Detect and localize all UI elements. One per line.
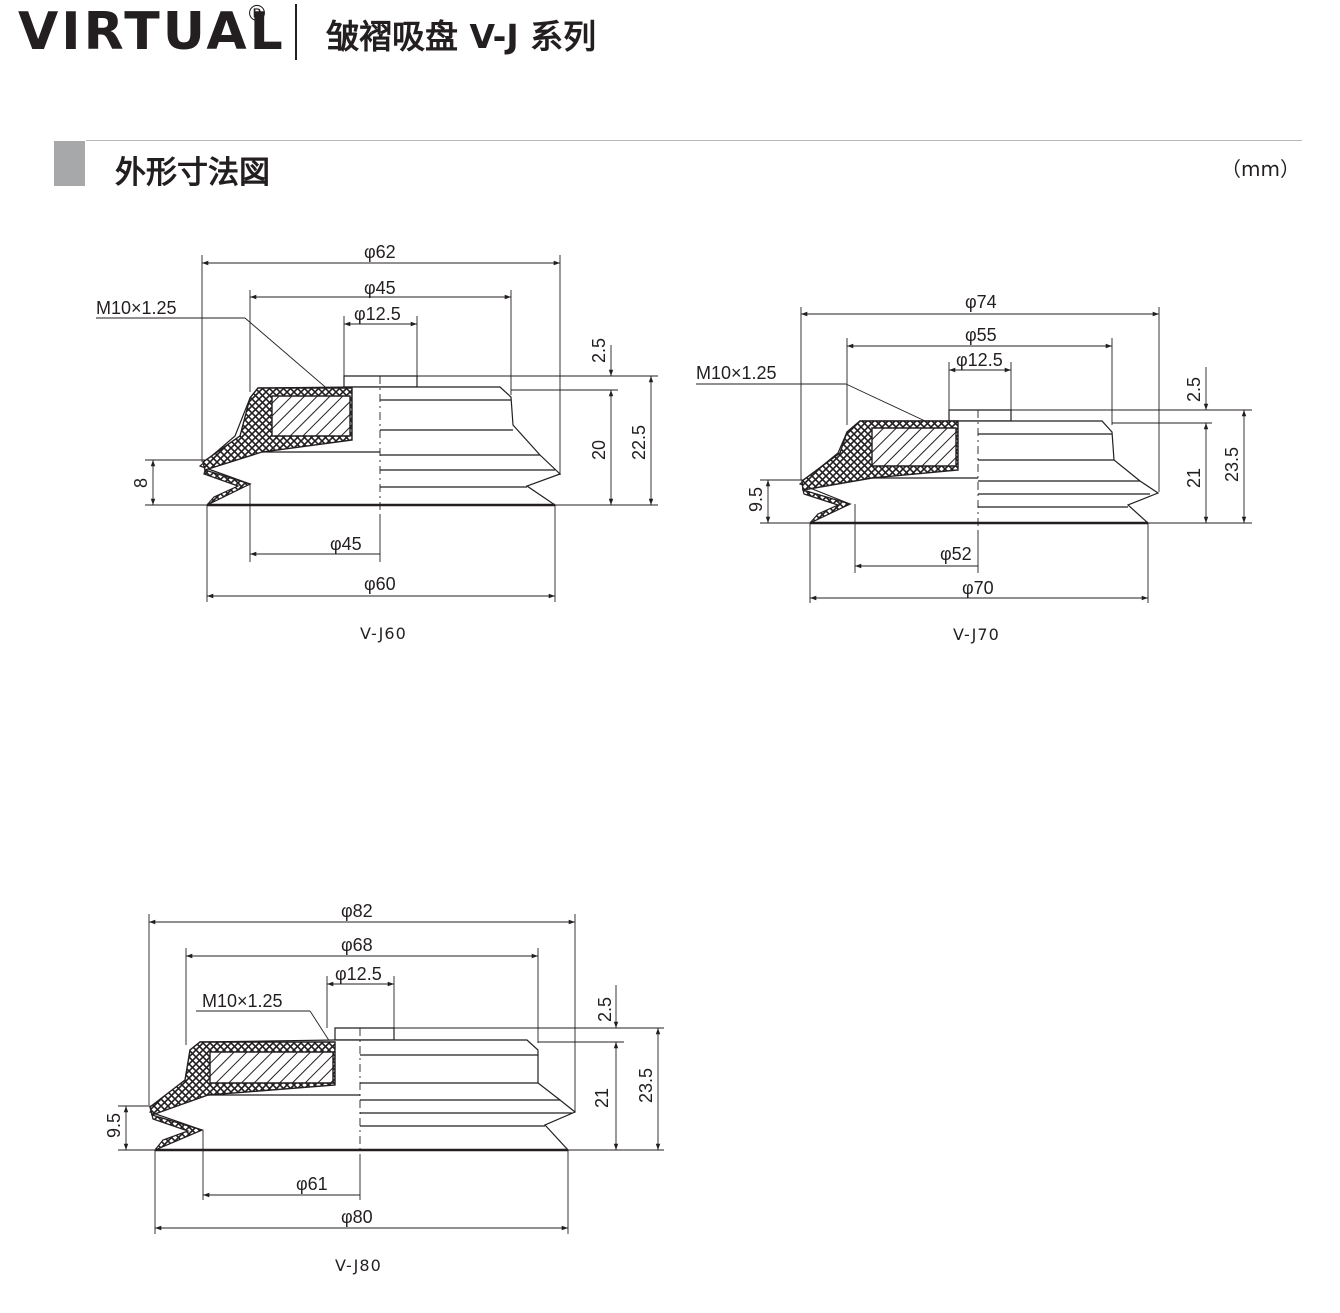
dim-bottom-outer: φ60 — [364, 574, 396, 594]
model-caption: V-J60 — [360, 624, 407, 643]
dim-bottom-inner: φ52 — [940, 544, 972, 564]
dim-thread-height: 2.5 — [1184, 377, 1204, 402]
dim-outer-diameter: φ62 — [364, 242, 396, 262]
brand-logo: VIRTUAL — [18, 2, 286, 62]
dim-thread-height: 2.5 — [595, 997, 615, 1022]
thread-label: M10×1.25 — [202, 991, 283, 1011]
dim-bottom-outer: φ70 — [962, 578, 994, 598]
dim-mid-diameter: φ55 — [965, 325, 997, 345]
labels-v-j80: φ82 φ68 φ12.5 M10×1.25 φ61 φ80 2.5 21 23… — [104, 901, 656, 1275]
dim-stem-diameter: φ12.5 — [335, 964, 382, 984]
dim-body-height: 21 — [592, 1088, 612, 1108]
dim-bottom-inner: φ61 — [296, 1174, 328, 1194]
drawing-v-j60 — [96, 255, 658, 602]
unit-label: （mm） — [1221, 157, 1300, 181]
header-divider — [295, 4, 297, 60]
series-title: 皱褶吸盘 V-J 系列 — [326, 17, 597, 56]
dim-bottom-outer: φ80 — [341, 1207, 373, 1227]
dim-total-height: 22.5 — [629, 425, 649, 460]
dim-bottom-inner: φ45 — [330, 534, 362, 554]
dim-total-height: 23.5 — [1222, 447, 1242, 482]
thread-label: M10×1.25 — [696, 363, 777, 383]
dim-body-height: 20 — [589, 440, 609, 460]
dim-stem-diameter: φ12.5 — [354, 304, 401, 324]
dim-body-height: 21 — [1184, 468, 1204, 488]
labels-v-j60: φ62 φ45 φ12.5 M10×1.25 φ45 φ60 2.5 20 22… — [96, 242, 649, 643]
dim-total-height: 23.5 — [636, 1068, 656, 1103]
dim-mid-diameter: φ45 — [364, 278, 396, 298]
section-title: 外形寸法図 — [115, 155, 270, 191]
section-rule — [86, 140, 1302, 141]
dim-stem-diameter: φ12.5 — [956, 350, 1003, 370]
dim-outer-diameter: φ82 — [341, 901, 373, 921]
registered-mark: ® — [246, 2, 268, 27]
dim-outer-diameter: φ74 — [965, 292, 997, 312]
dim-lip-height: 9.5 — [746, 487, 766, 512]
model-caption: V-J80 — [335, 1256, 382, 1275]
model-caption: V-J70 — [953, 625, 1000, 644]
dim-thread-height: 2.5 — [589, 338, 609, 363]
drawing-v-j80 — [118, 914, 664, 1234]
dim-mid-diameter: φ68 — [341, 935, 373, 955]
drawing-v-j70 — [696, 307, 1252, 603]
section-marker — [54, 141, 85, 186]
dim-lip-height: 9.5 — [104, 1113, 124, 1138]
labels-v-j70: φ74 φ55 φ12.5 M10×1.25 φ52 φ70 2.5 21 23… — [696, 292, 1242, 644]
dim-lip-height: 8 — [131, 478, 151, 488]
thread-label: M10×1.25 — [96, 298, 177, 318]
